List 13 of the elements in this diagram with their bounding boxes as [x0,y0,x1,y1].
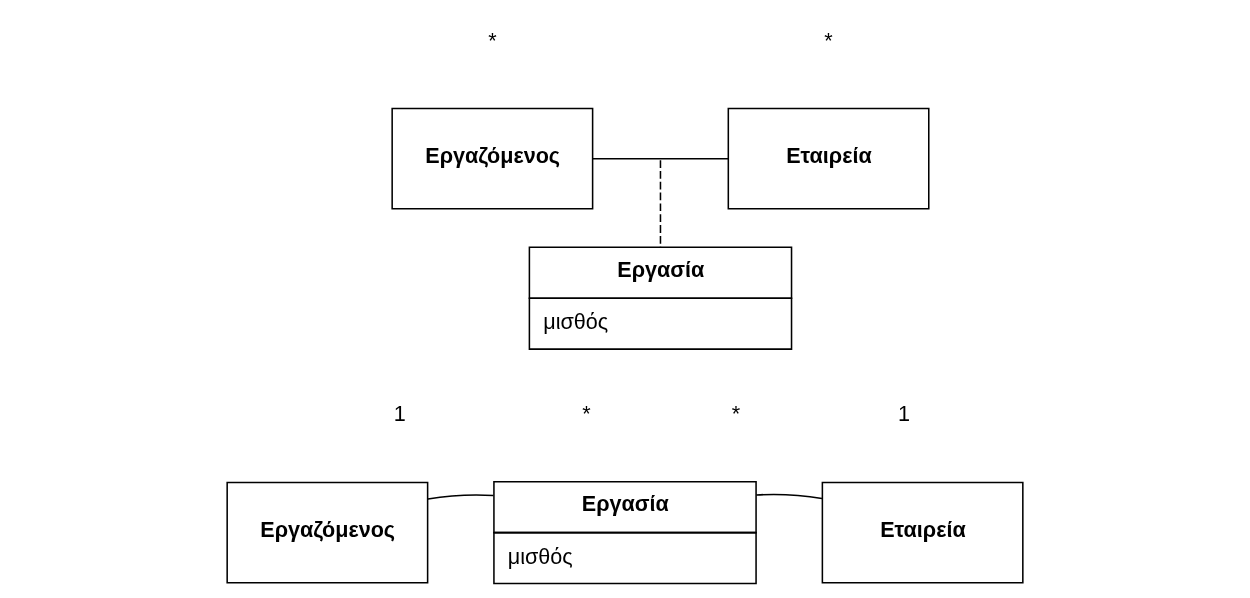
connector [755,493,823,500]
node-box: Εταιρεία [821,481,1024,584]
label: * [731,401,741,427]
connector [427,494,495,500]
label: * [824,27,833,53]
label: * [488,27,497,53]
label: 1 [393,401,406,427]
node-box: Εργαζόμενος [391,107,594,210]
node-box: Εργαζόμενος [226,481,429,584]
node-box: Εταιρεία [727,107,930,210]
label: 1 [898,401,911,427]
label: * [582,401,591,427]
connector [592,157,729,160]
